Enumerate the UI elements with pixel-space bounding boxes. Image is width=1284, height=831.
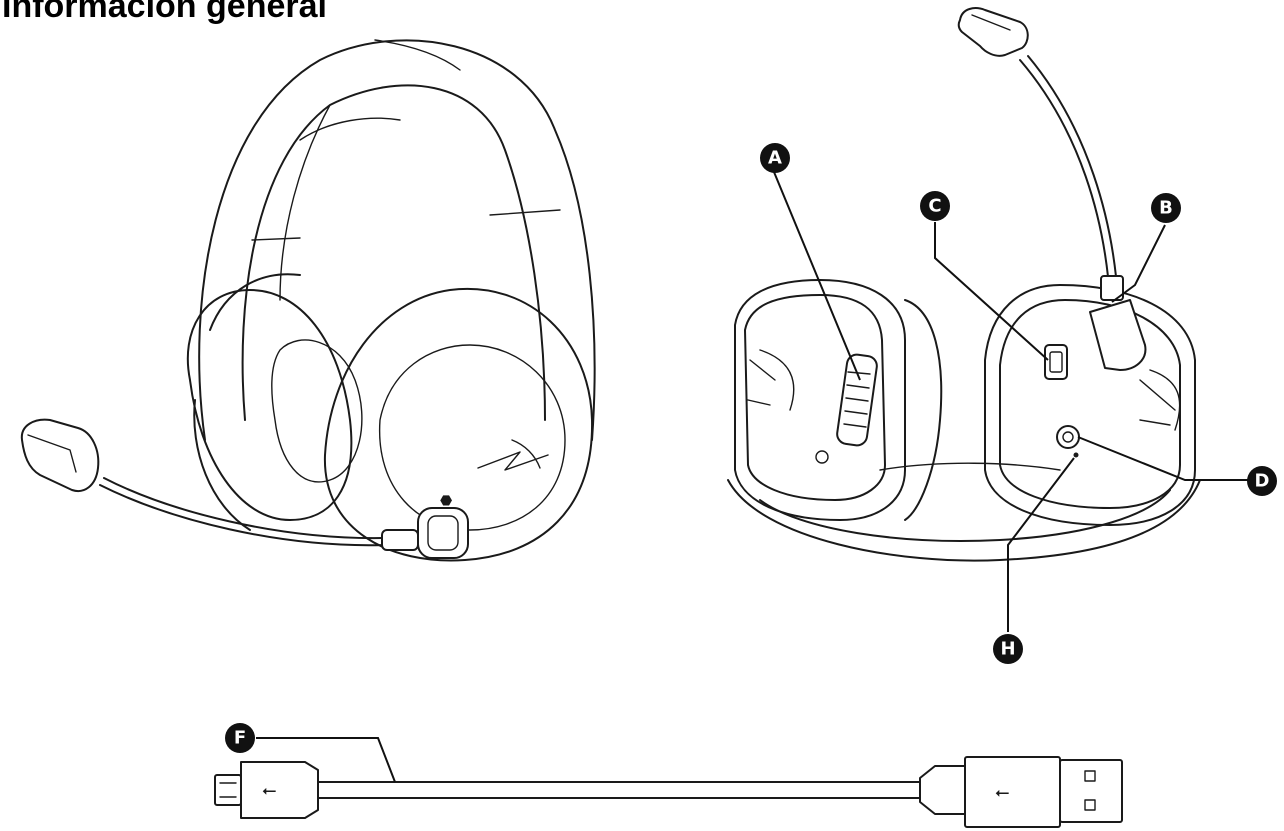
callout-b: B <box>1151 193 1181 223</box>
callout-d: D <box>1247 466 1277 496</box>
usb-icon: ⭠ <box>262 780 276 801</box>
callout-a: A <box>760 143 790 173</box>
svg-text:F: F <box>234 728 246 749</box>
headset-front-view: ⬣ <box>20 39 596 562</box>
page-title: Información general <box>2 0 327 25</box>
svg-text:B: B <box>1159 198 1173 219</box>
usb-icon: ⭠ <box>995 782 1009 803</box>
svg-text:A: A <box>768 148 782 169</box>
leader-lines <box>256 171 1255 783</box>
callout-h: H <box>993 634 1023 664</box>
svg-text:H: H <box>1000 639 1015 660</box>
svg-text:D: D <box>1255 471 1270 492</box>
microphone-icon: ⬣ <box>440 493 452 509</box>
callout-c: C <box>920 191 950 221</box>
svg-text:C: C <box>928 196 941 217</box>
headset-back-view <box>727 7 1201 562</box>
callout-f: F <box>225 723 255 753</box>
usb-cable: ⭠ ⭠ <box>214 756 1123 828</box>
